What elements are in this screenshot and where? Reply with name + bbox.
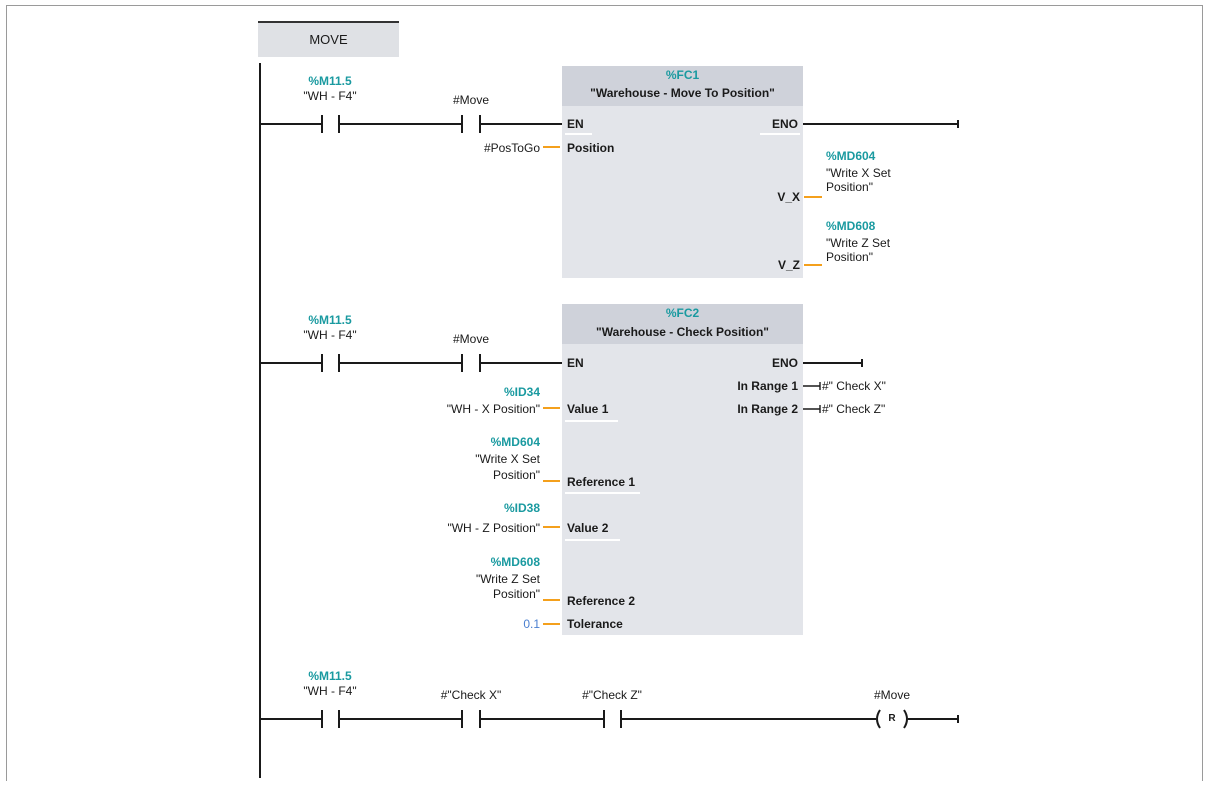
n2-contact2-name: #Move: [452, 332, 490, 346]
n1-contact2-name: #Move: [452, 93, 490, 107]
fc2-inrange1-pin: In Range 1: [737, 379, 798, 393]
n3-contact1-name: "WH - F4": [303, 684, 357, 698]
fc2-value1-address: %ID34: [503, 385, 540, 399]
fc2-reference2-arg-line2: Position": [493, 587, 540, 601]
n3-coil-type: R: [888, 713, 896, 724]
fc1-position-arg: #PosToGo: [483, 141, 540, 155]
fc1-title: "Warehouse - Move To Position": [590, 86, 775, 100]
fc2-block-body: [562, 304, 803, 635]
fc2-reference1-address: %MD604: [490, 435, 540, 449]
fc2-tolerance-pin: Tolerance: [567, 617, 623, 631]
fc2-inrange2-pin: In Range 2: [737, 402, 798, 416]
fc1-vz-arg-line2: Position": [826, 250, 873, 264]
fc2-reference1-pin: Reference 1: [567, 475, 636, 489]
fc1-vx-address: %MD604: [826, 149, 876, 163]
fc1-vz-address: %MD608: [826, 219, 876, 233]
fc2-inrange2-arg: #" Check Z": [822, 402, 886, 416]
fc2-reference2-arg-line1: "Write Z Set: [475, 572, 540, 586]
fc2-en-pin: EN: [567, 356, 584, 370]
fc1-block-header: [562, 66, 803, 106]
fc2-reference1-arg-line2: Position": [493, 468, 540, 482]
fc1-number: %FC1: [665, 68, 700, 82]
fc2-eno-pin: ENO: [771, 356, 798, 370]
fc2-value2-arg: "WH - Z Position": [447, 521, 540, 535]
fc1-vz-arg-line1: "Write Z Set: [826, 236, 891, 250]
fc2-block-header: [562, 304, 803, 344]
n1-contact1-address: %M11.5: [308, 74, 352, 88]
fc2-reference1-arg-line1: "Write X Set: [475, 452, 540, 466]
fc2-value2-address: %ID38: [503, 501, 540, 515]
fc1-vx-arg-line2: Position": [826, 180, 873, 194]
fc2-inrange1-arg: #" Check X": [822, 379, 886, 393]
fc2-value2-pin: Value 2: [567, 521, 609, 535]
fc2-title: "Warehouse - Check Position": [596, 325, 769, 339]
n1-contact1-name: "WH - F4": [303, 89, 357, 103]
fc1-eno-pin: ENO: [771, 117, 798, 131]
network-title: MOVE: [258, 21, 399, 57]
fc2-number: %FC2: [665, 306, 700, 320]
n3-contact3-name: #"Check Z": [582, 688, 642, 702]
coil-right-arc: [903, 709, 908, 729]
fc1-position-pin: Position: [567, 141, 615, 155]
n3-contact2-name: #"Check X": [440, 688, 502, 702]
coil-left-arc: [876, 709, 881, 729]
fc2-tolerance-arg: 0.1: [523, 617, 540, 631]
fc2-value1-pin: Value 1: [567, 402, 609, 416]
fc2-reference2-address: %MD608: [490, 555, 540, 569]
diagram-frame: [6, 5, 1203, 781]
n3-coil-name: #Move: [873, 688, 911, 702]
n3-contact1-address: %M11.5: [308, 669, 352, 683]
fc2-reference2-pin: Reference 2: [567, 594, 636, 608]
n2-contact1-address: %M11.5: [308, 313, 352, 327]
fc1-vx-arg-line1: "Write X Set: [826, 166, 891, 180]
fc1-vx-pin: V_X: [777, 190, 800, 204]
fc1-en-pin: EN: [567, 117, 584, 131]
fc2-value1-arg: "WH - X Position": [446, 402, 540, 416]
fc1-vz-pin: V_Z: [777, 258, 800, 272]
n2-contact1-name: "WH - F4": [303, 328, 357, 342]
